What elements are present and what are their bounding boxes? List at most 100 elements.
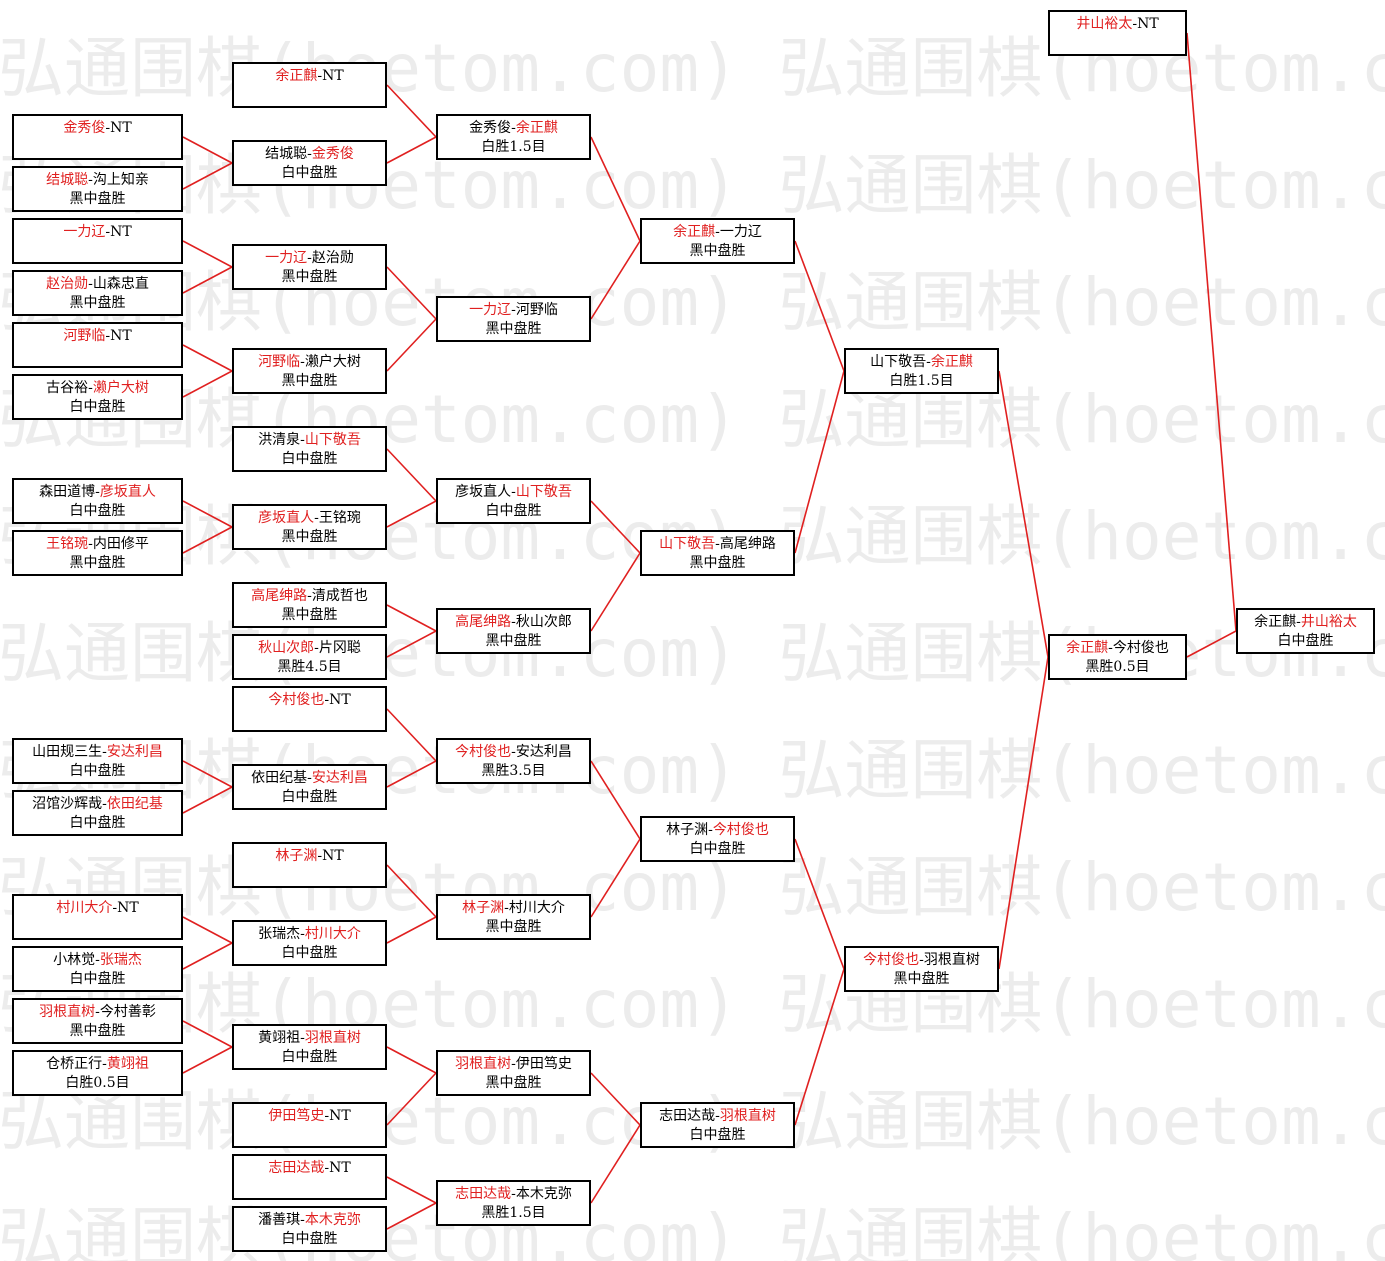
separator: - bbox=[511, 302, 516, 318]
match-box: 井山裕太-NT bbox=[1048, 10, 1187, 56]
match-result: 黑胜0.5目 bbox=[1085, 659, 1150, 675]
player-one: 仓桥正行 bbox=[46, 1056, 103, 1072]
match-players: 山下敬吾-高尾绅路 bbox=[642, 535, 793, 554]
match-players: 林子渊-今村俊也 bbox=[642, 821, 793, 840]
connector-line bbox=[386, 136, 437, 164]
player-two: 山下敬吾 bbox=[304, 432, 361, 448]
match-result: 白中盘胜 bbox=[281, 945, 338, 961]
match-players: 仓桥正行-黄翊祖 bbox=[14, 1055, 181, 1074]
connector-line bbox=[182, 942, 233, 970]
match-result: 白中盘胜 bbox=[69, 763, 126, 779]
connector-line bbox=[590, 1072, 641, 1126]
player-one: 村川大介 bbox=[56, 900, 113, 916]
match-result: 黑中盘胜 bbox=[485, 321, 542, 337]
player-two: 河野临 bbox=[515, 302, 558, 318]
connector-line bbox=[386, 630, 437, 658]
match-players: 森田道博-彦坂直人 bbox=[14, 483, 181, 502]
connector-line bbox=[386, 864, 437, 918]
match-players: 余正麒-一力辽 bbox=[642, 223, 793, 242]
player-one: 井山裕太 bbox=[1076, 16, 1133, 32]
player-one: 志田达哉 bbox=[455, 1186, 512, 1202]
player-one: 林子渊 bbox=[462, 900, 505, 916]
player-one: 志田达哉 bbox=[268, 1160, 325, 1176]
match-box: 依田纪基-安达利昌白中盘胜 bbox=[232, 764, 387, 810]
match-box: 古谷裕-濑户大树白中盘胜 bbox=[12, 374, 183, 420]
player-two: 一力辽 bbox=[719, 224, 762, 240]
player-one: 古谷裕 bbox=[46, 380, 89, 396]
match-players: 林子渊-村川大介 bbox=[438, 899, 589, 918]
match-players: 赵治勋-山森忠直 bbox=[14, 275, 181, 294]
match-players: 金秀俊-余正麒 bbox=[438, 119, 589, 138]
separator: - bbox=[307, 250, 312, 266]
match-box: 林子渊-今村俊也白中盘胜 bbox=[640, 816, 795, 862]
player-two: 今村善彰 bbox=[99, 1004, 156, 1020]
connector-line bbox=[386, 916, 437, 944]
match-players: 山下敬吾-余正麒 bbox=[846, 353, 997, 372]
separator: - bbox=[324, 1108, 330, 1124]
match-box: 林子渊-NT bbox=[232, 842, 387, 888]
separator: - bbox=[300, 432, 305, 448]
match-result: 黑中盘胜 bbox=[485, 633, 542, 649]
match-box: 余正麒-井山裕太白中盘胜 bbox=[1236, 608, 1375, 654]
separator: - bbox=[307, 146, 312, 162]
connector-line bbox=[386, 500, 437, 528]
separator: - bbox=[300, 354, 305, 370]
match-players: 林子渊-NT bbox=[234, 847, 385, 866]
player-two: NT bbox=[110, 328, 132, 344]
match-players: 金秀俊-NT bbox=[14, 119, 181, 138]
player-two: 片冈聪 bbox=[318, 640, 361, 656]
player-two: 村川大介 bbox=[508, 900, 565, 916]
separator: - bbox=[105, 328, 111, 344]
separator: - bbox=[324, 1160, 330, 1176]
match-players: 伊田笃史-NT bbox=[234, 1107, 385, 1126]
match-box: 小林觉-张瑞杰白中盘胜 bbox=[12, 946, 183, 992]
match-players: 井山裕太-NT bbox=[1050, 15, 1185, 34]
watermark-row: 弘通围棋(hoetom.com) 弘通围棋(hoetom.com) bbox=[0, 966, 1385, 1043]
player-two: 黄翊祖 bbox=[106, 1056, 149, 1072]
match-box: 结城聪-金秀俊白中盘胜 bbox=[232, 140, 387, 186]
separator: - bbox=[511, 484, 516, 500]
player-one: 志田达哉 bbox=[659, 1108, 716, 1124]
player-one: 结城聪 bbox=[46, 172, 89, 188]
match-box: 山田规三生-安达利昌白中盘胜 bbox=[12, 738, 183, 784]
match-players: 山田规三生-安达利昌 bbox=[14, 743, 181, 762]
match-players: 河野临-NT bbox=[14, 327, 181, 346]
player-two: 清成哲也 bbox=[311, 588, 368, 604]
player-two: 今村俊也 bbox=[1112, 640, 1169, 656]
separator: - bbox=[1296, 614, 1301, 630]
match-result: 黑中盘胜 bbox=[485, 919, 542, 935]
player-one: 结城聪 bbox=[265, 146, 308, 162]
separator: - bbox=[511, 744, 516, 760]
player-two: 山森忠直 bbox=[92, 276, 149, 292]
player-two: 山下敬吾 bbox=[515, 484, 572, 500]
match-box: 余正麒-一力辽黑中盘胜 bbox=[640, 218, 795, 264]
match-players: 黄翊祖-羽根直树 bbox=[234, 1029, 385, 1048]
match-players: 今村俊也-NT bbox=[234, 691, 385, 710]
player-two: NT bbox=[110, 224, 132, 240]
connector-line bbox=[182, 240, 233, 268]
match-players: 高尾绅路-秋山次郎 bbox=[438, 613, 589, 632]
player-two: 安达利昌 bbox=[311, 770, 368, 786]
connector-line bbox=[386, 84, 437, 138]
match-players: 小林觉-张瑞杰 bbox=[14, 951, 181, 970]
separator: - bbox=[511, 120, 516, 136]
separator: - bbox=[88, 536, 93, 552]
match-box: 金秀俊-NT bbox=[12, 114, 183, 160]
match-result: 白中盘胜 bbox=[281, 1049, 338, 1065]
match-result: 白中盘胜 bbox=[689, 841, 746, 857]
connector-line bbox=[182, 136, 233, 164]
separator: - bbox=[88, 380, 93, 396]
match-box: 高尾绅路-秋山次郎黑中盘胜 bbox=[436, 608, 591, 654]
player-two: 余正麒 bbox=[515, 120, 558, 136]
match-players: 一力辽-NT bbox=[14, 223, 181, 242]
match-result: 白中盘胜 bbox=[281, 789, 338, 805]
match-box: 彦坂直人-山下敬吾白中盘胜 bbox=[436, 478, 591, 524]
match-result: 白中盘胜 bbox=[69, 971, 126, 987]
separator: - bbox=[102, 744, 107, 760]
player-two: 安达利昌 bbox=[515, 744, 572, 760]
player-one: 余正麒 bbox=[673, 224, 716, 240]
connector-line bbox=[590, 240, 641, 320]
player-one: 张瑞杰 bbox=[258, 926, 301, 942]
player-one: 黄翊祖 bbox=[258, 1030, 301, 1046]
match-box: 余正麒-NT bbox=[232, 62, 387, 108]
